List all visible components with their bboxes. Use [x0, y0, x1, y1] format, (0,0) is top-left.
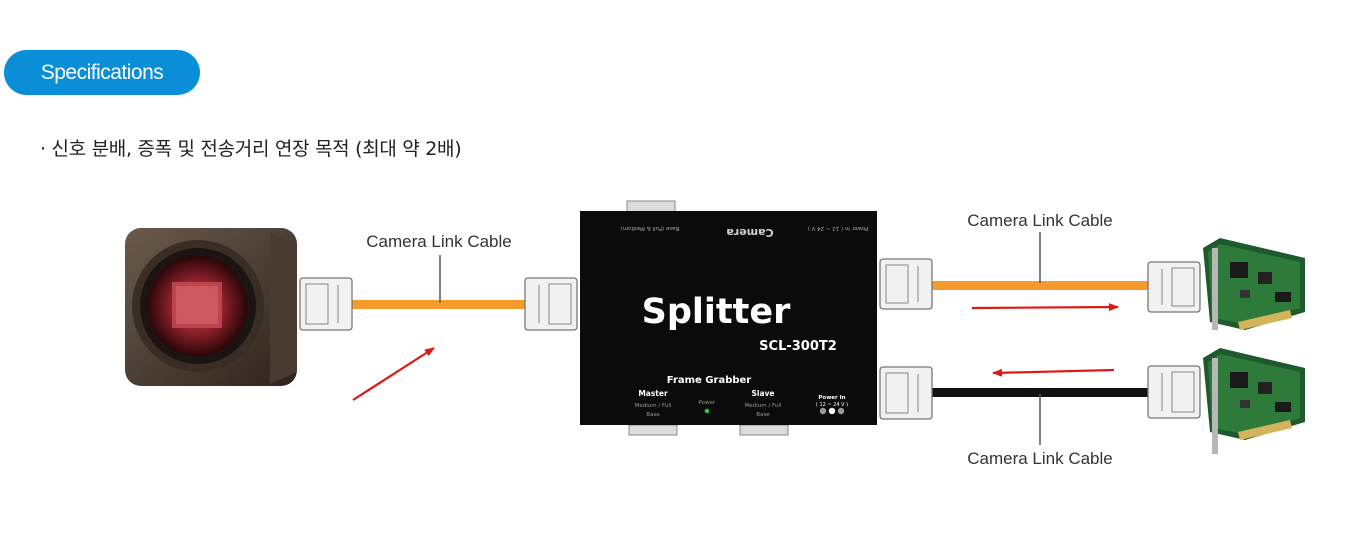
camera-link-cable-1 — [300, 255, 577, 330]
slave-sub2: Base — [756, 412, 770, 418]
cable-label-3: Camera Link Cable — [967, 449, 1113, 468]
power-led — [705, 409, 710, 414]
power-in-label: Power In — [818, 395, 845, 401]
master-sub2: Base — [646, 412, 660, 418]
power-in-range: ( 12 ~ 24 V ) — [816, 402, 848, 408]
top-power-label: Power In ( 12 ~ 24 V ) — [808, 225, 869, 231]
camera-link-cable-2 — [880, 232, 1200, 312]
top-camera-label: Camera — [726, 226, 773, 239]
master-label: Master — [638, 389, 668, 398]
slave-label: Slave — [751, 389, 774, 398]
camera-link-cable-3 — [880, 366, 1200, 445]
signal-arrow-in — [353, 348, 434, 400]
cable-label-2: Camera Link Cable — [967, 211, 1113, 230]
top-power-label-group: Power In ( 12 ~ 24 V ) — [808, 225, 869, 231]
top-camera-label-group: Camera — [726, 226, 773, 239]
frame-grabber-card-2 — [1203, 348, 1305, 454]
top-base-label-group: Base (Full & Medium) — [621, 225, 680, 231]
camera-image — [125, 228, 297, 386]
splitter-title: Splitter — [642, 292, 791, 332]
master-sub1: Medium / Full — [635, 403, 672, 409]
signal-arrow-out-1 — [972, 307, 1118, 308]
cable-label-1: Camera Link Cable — [366, 232, 512, 251]
frame-grabber-card-1 — [1203, 238, 1305, 330]
splitter-model: SCL-300T2 — [759, 339, 837, 354]
top-base-label: Base (Full & Medium) — [621, 225, 680, 231]
power-led-label: Power — [699, 400, 716, 406]
signal-arrow-out-2 — [993, 370, 1114, 373]
power-connector-icon — [820, 408, 826, 414]
slave-sub1: Medium / Full — [745, 403, 782, 409]
frame-grabber-label: Frame Grabber — [667, 375, 752, 386]
